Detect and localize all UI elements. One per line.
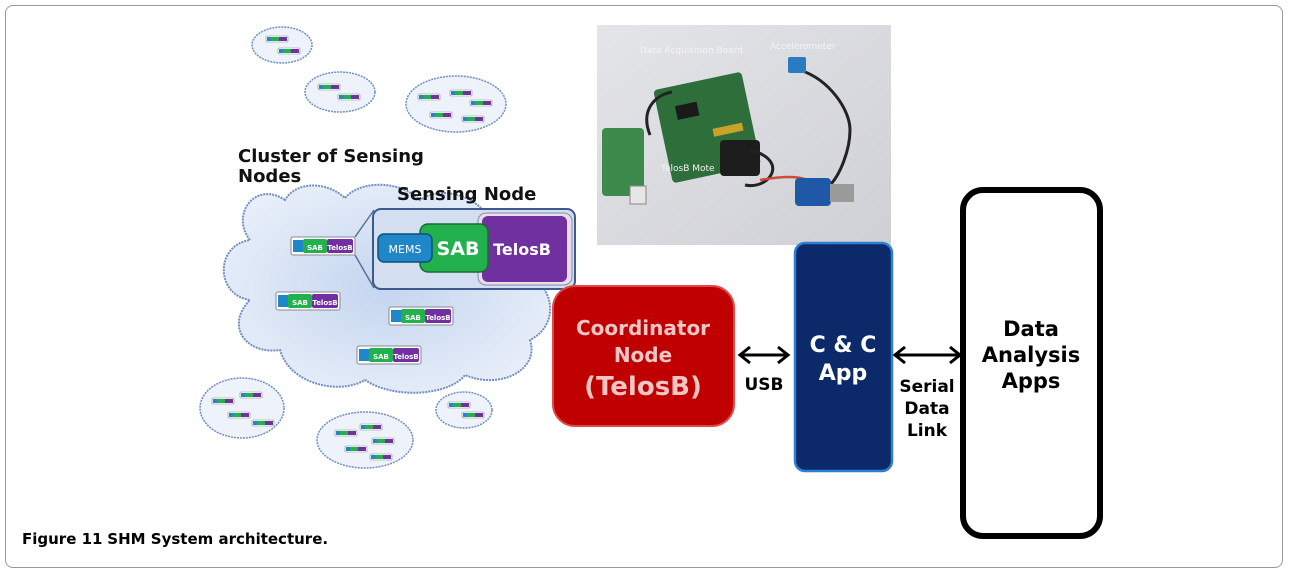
small-cloud xyxy=(316,411,414,469)
figure-number: Figure 11 xyxy=(22,530,103,548)
small-cloud xyxy=(405,75,507,133)
svg-text:TelosB: TelosB xyxy=(393,353,418,361)
svg-text:Coordinator: Coordinator xyxy=(576,316,710,340)
sensing-node-title: Sensing Node xyxy=(397,184,536,205)
svg-text:SAB: SAB xyxy=(373,353,389,361)
sensing-node-chip: SAB TelosB xyxy=(388,306,454,326)
figure-caption: Figure 11 SHM System architecture. xyxy=(22,530,328,548)
data-analysis-node: Data Analysis Apps xyxy=(960,187,1103,539)
svg-text:Serial: Serial xyxy=(899,377,954,397)
sensing-node-chip: SAB TelosB xyxy=(275,291,341,311)
svg-text:Apps: Apps xyxy=(1002,369,1061,393)
hardware-photo: Data Acquisition Board Accelerometer Tel… xyxy=(597,25,891,245)
zoom-line xyxy=(354,209,375,238)
svg-text:Node: Node xyxy=(614,343,672,367)
small-cloud xyxy=(251,26,313,64)
cluster-title-line2: Nodes xyxy=(238,166,301,187)
usb-arrow: USB xyxy=(737,345,791,395)
serial-link-arrow: Serial Data Link xyxy=(892,345,963,441)
zoom-line xyxy=(354,254,375,289)
mems-block xyxy=(377,233,433,263)
small-cloud xyxy=(199,377,285,439)
cluster-title: Cluster of Sensing xyxy=(238,146,424,167)
svg-text:SAB: SAB xyxy=(307,244,323,252)
svg-text:TelosB: TelosB xyxy=(425,314,450,322)
svg-text:Data: Data xyxy=(1003,317,1059,341)
telosb-block xyxy=(482,216,567,282)
mems-label: MEMS xyxy=(389,243,422,256)
svg-text:App: App xyxy=(819,361,868,386)
sensing-node-box: MEMS SAB TelosB xyxy=(372,208,576,290)
sensing-node-chip: SAB TelosB xyxy=(290,236,356,256)
cc-app-node: C & C App xyxy=(793,241,894,473)
svg-text:Analysis: Analysis xyxy=(982,343,1080,367)
small-cloud xyxy=(435,391,493,429)
coordinator-node: Coordinator Node (TelosB) xyxy=(552,285,735,427)
svg-text:(TelosB): (TelosB) xyxy=(584,372,702,402)
svg-text:C & C: C & C xyxy=(810,333,877,358)
svg-text:TelosB: TelosB xyxy=(312,299,337,307)
svg-text:TelosB: TelosB xyxy=(327,244,352,252)
small-cloud xyxy=(304,71,376,113)
photo-label-board: Data Acquisition Board xyxy=(640,46,743,56)
usb-label: USB xyxy=(744,375,783,395)
svg-text:SAB: SAB xyxy=(292,299,308,307)
telosb-label: TelosB xyxy=(493,240,551,259)
sab-label: SAB xyxy=(437,238,480,260)
svg-text:Link: Link xyxy=(907,421,948,441)
sensing-node-chip: SAB TelosB xyxy=(356,345,422,365)
photo-label-mote: TelosB Mote xyxy=(660,164,715,174)
figure-caption-text: SHM System architecture. xyxy=(107,530,329,548)
svg-text:Data: Data xyxy=(904,399,949,419)
photo-label-accelerometer: Accelerometer xyxy=(770,42,836,52)
svg-text:SAB: SAB xyxy=(405,314,421,322)
figure-frame xyxy=(5,5,1283,568)
